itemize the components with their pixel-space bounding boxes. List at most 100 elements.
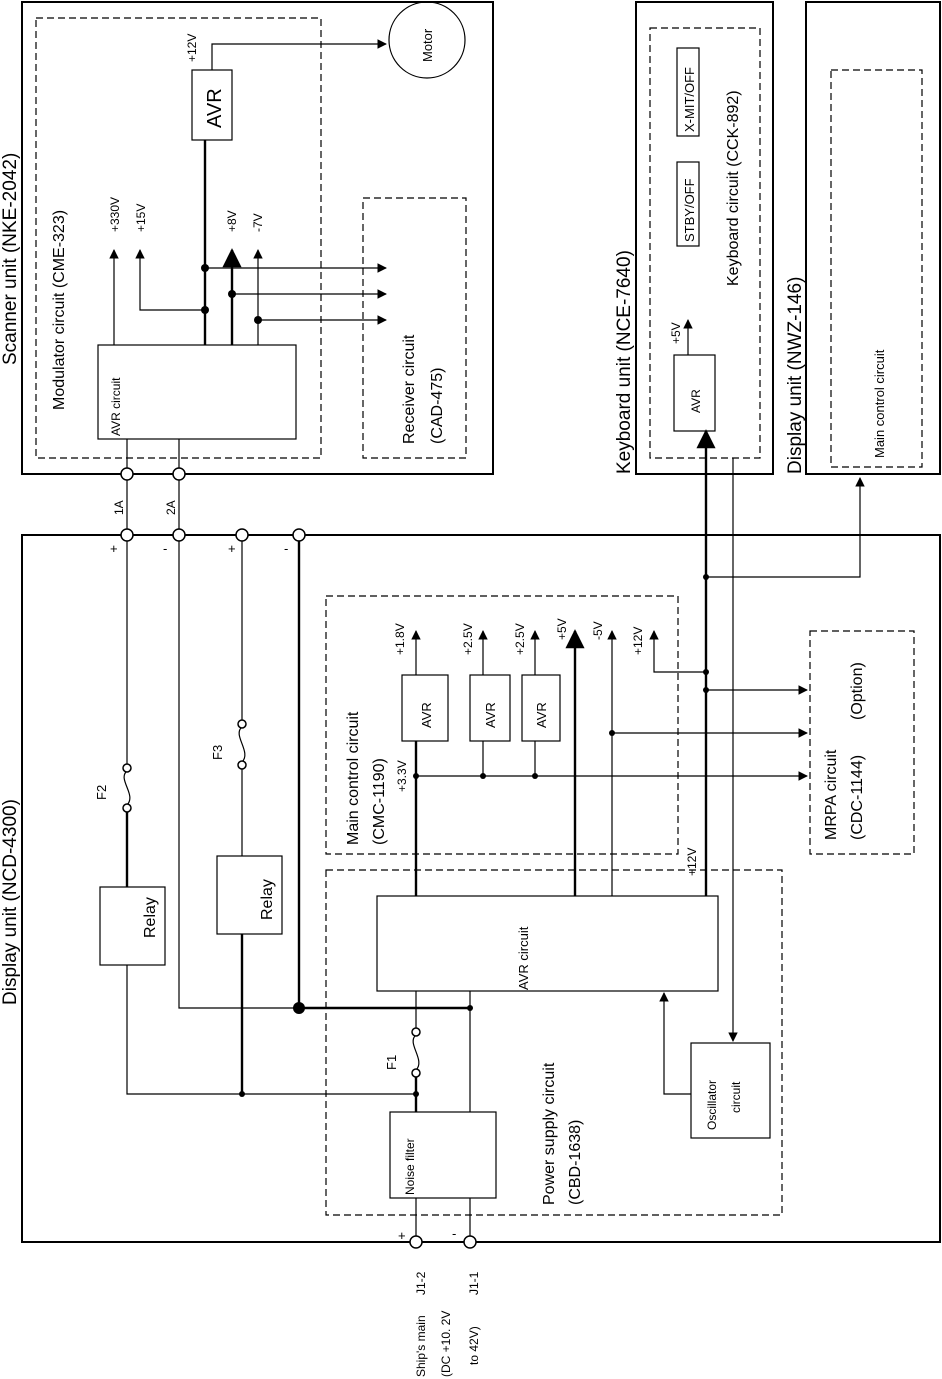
label-plus2-5-a: +2.5V: [461, 623, 475, 655]
avr-2-5v-a-label: AVR: [483, 702, 498, 728]
junction-dot: [609, 730, 615, 736]
terminal-plus-1: [120, 528, 134, 542]
label-plus8: +8V: [225, 210, 239, 232]
junction-dot: [532, 773, 538, 779]
label-terminal-2a: 2A: [164, 500, 178, 515]
junction-dot: [413, 773, 419, 779]
source-line-1: Ship's main: [414, 1315, 428, 1377]
main-control-circuit-code: (CMC-1190): [371, 758, 388, 845]
keyboard-circuit-box: [649, 27, 761, 459]
keyboard-avr-label: AVR: [689, 389, 703, 413]
xmit-off-label: X-MIT/OFF: [682, 67, 697, 132]
junction-dot: [703, 574, 709, 580]
oscillator-circuit-block: [690, 1042, 771, 1139]
avr-2-5v-a-block: [469, 674, 511, 742]
wire-minus1-down: [178, 541, 470, 1009]
power-supply-circuit-box: [325, 869, 783, 1216]
fuse-f3-end: [237, 760, 247, 770]
junction-dot: [467, 1005, 473, 1011]
fuse-f3-end: [237, 719, 247, 729]
label-plus-1: +: [110, 541, 118, 556]
label-j-minus: -: [452, 1226, 456, 1241]
label-plus12-main: +12V: [631, 627, 645, 655]
relay-2-block: [99, 886, 166, 966]
receiver-circuit-name: Receiver circuit: [401, 334, 418, 444]
avr-1-8v-label: AVR: [419, 702, 434, 728]
junction-dot: [254, 316, 262, 324]
noise-filter-label: Noise filter: [403, 1138, 417, 1195]
label-plus3-3: +3.3V: [395, 760, 409, 792]
mrpa-circuit-code: (CDC-1144): [849, 755, 866, 840]
label-plus12-motor: +12V: [185, 34, 199, 62]
modulator-avr-circuit-block: [97, 344, 297, 440]
display-unit-secondary-label: Display unit (NWZ-146): [785, 277, 806, 474]
fuse-f2-end: [122, 763, 132, 773]
terminal-j12: [409, 1235, 423, 1249]
relay-3-label: Relay: [259, 879, 276, 920]
source-line-2: (DC +10. 2V: [439, 1311, 453, 1377]
label-plus12-power: +12V: [685, 848, 699, 876]
modulator-avr-circuit-label: AVR circuit: [109, 377, 123, 436]
label-terminal-1a: 1A: [112, 500, 126, 515]
receiver-circuit-code: (CAD-475): [429, 368, 446, 444]
junction-dot: [480, 773, 486, 779]
label-minus7: -7V: [251, 213, 265, 232]
scanner-avr-label: AVR: [204, 88, 226, 128]
junction-dot: [703, 669, 709, 675]
stby-off-key[interactable]: [676, 161, 700, 247]
nwz-main-control-label: Main control circuit: [872, 349, 887, 458]
keyboard-avr-block: [673, 354, 716, 432]
power-supply-circuit-code: (CBD-1638): [567, 1120, 584, 1205]
label-plus2-5-b: +2.5V: [513, 623, 527, 655]
label-plus15: +15V: [134, 204, 148, 232]
terminal-j11: [463, 1235, 477, 1249]
keyboard-circuit-label: Keyboard circuit (CCK-892): [725, 90, 742, 286]
relay-2-label: Relay: [142, 897, 159, 938]
label-minus-1: -: [163, 541, 167, 556]
avr-1-8v-block: [401, 674, 449, 742]
source-line-3: to 42V): [467, 1326, 481, 1365]
fuse-f1-end: [411, 1068, 421, 1078]
scanner-unit-box: [21, 1, 494, 475]
keyboard-unit-label: Keyboard unit (NCE-7640): [614, 250, 635, 474]
main-control-circuit-box: [325, 595, 679, 855]
terminal-minus-2: [292, 528, 306, 542]
display-unit-secondary-box: [805, 1, 941, 475]
label-minus5: -5V: [591, 621, 605, 640]
fuse-f1-end: [411, 1027, 421, 1037]
display-unit-main-label: Display unit (NCD-4300): [0, 799, 21, 1005]
wire-plus15: [135, 249, 205, 311]
fuse-f2: [123, 770, 131, 806]
scanner-unit-label: Scanner unit (NKE-2042): [0, 153, 21, 365]
relay-3-block: [216, 855, 283, 935]
label-f3: F3: [210, 745, 225, 760]
receiver-circuit-box: [362, 197, 467, 459]
wire-relay2-down: [126, 965, 242, 1095]
avr-2-5v-b-label: AVR: [534, 702, 549, 728]
label-j12: J1-2: [414, 1271, 428, 1295]
stby-off-label: STBY/OFF: [682, 178, 697, 242]
noise-filter-block: [389, 1111, 497, 1199]
motor-circle: [388, 1, 466, 79]
label-plus1-8: +1.8V: [393, 623, 407, 655]
terminal-minus-1: [172, 528, 186, 542]
label-j-plus: +: [398, 1228, 406, 1243]
keyboard-unit-box: [635, 1, 774, 475]
label-f2: F2: [94, 785, 109, 800]
terminal-2a-top: [172, 467, 186, 481]
junction-dot: [201, 264, 209, 272]
modulator-circuit-label: Modulator circuit (CME-323): [51, 210, 68, 410]
display-unit-main-box: [21, 534, 941, 1243]
power-supply-circuit-name: Power supply circuit: [541, 1062, 558, 1205]
fuse-f3: [238, 726, 246, 763]
label-keyboard-plus5: +5V: [669, 322, 683, 344]
motor-label: Motor: [420, 28, 435, 62]
fuse-f2-end: [122, 803, 132, 813]
wire-plus12-main: [649, 630, 706, 673]
fuse-f1: [412, 1034, 420, 1071]
label-f1: F1: [384, 1055, 399, 1070]
xmit-off-key[interactable]: [676, 47, 700, 137]
modulator-circuit-box: [35, 17, 322, 459]
label-minus-2: -: [284, 541, 288, 556]
